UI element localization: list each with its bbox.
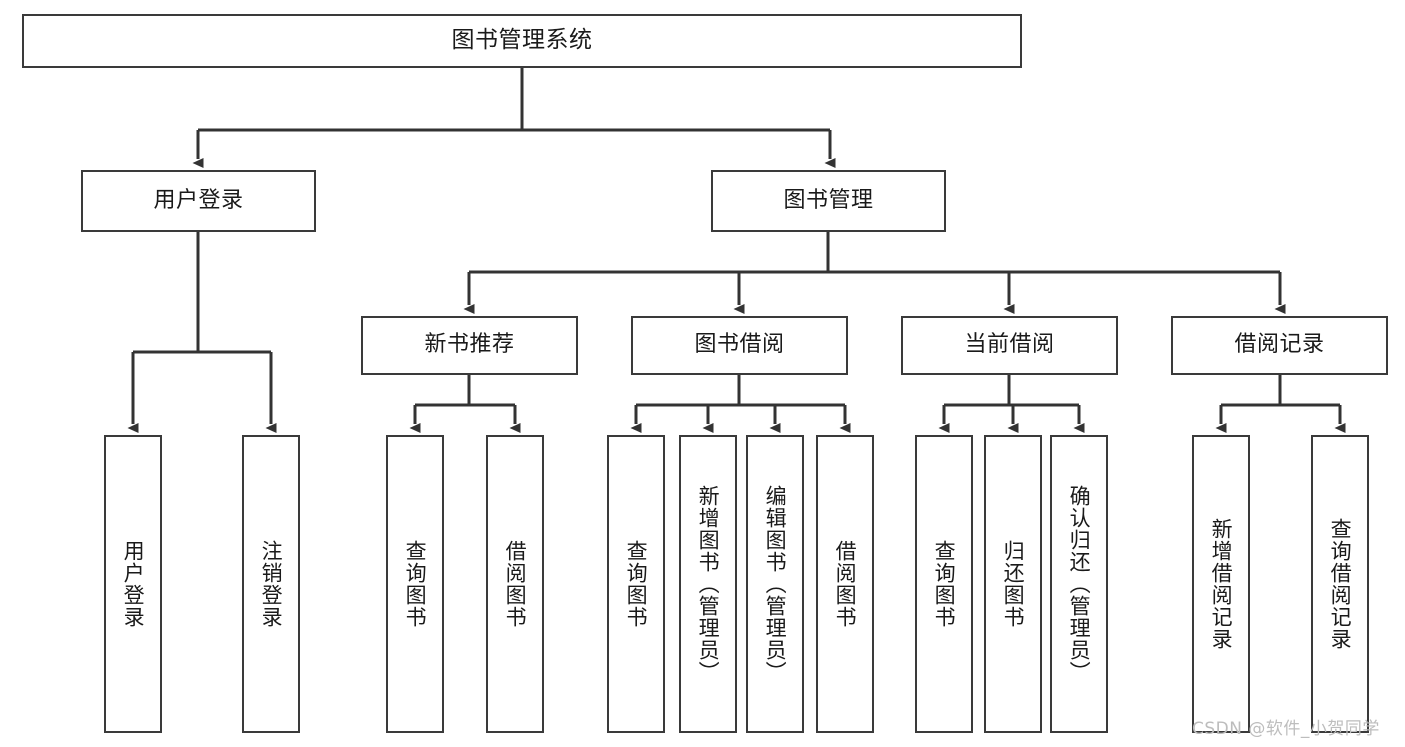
leaf-user-login-label: 用户登录 <box>121 540 146 628</box>
node-book-borrow[interactable]: 图书借阅 <box>631 316 848 375</box>
leaf-query-book-2-label: 查询图书 <box>624 540 649 628</box>
watermark-text: CSDN @软件_小贺同学 <box>1192 719 1380 739</box>
leaf-add-record[interactable]: 新增借阅记录 <box>1192 435 1250 733</box>
leaf-edit-book-label: 编辑图书（管理员） <box>763 485 788 683</box>
leaf-add-book[interactable]: 新增图书（管理员） <box>679 435 737 733</box>
leaf-query-record-label: 查询借阅记录 <box>1328 518 1353 650</box>
leaf-query-book-3-label: 查询图书 <box>932 540 957 628</box>
node-borrow-record-label: 借阅记录 <box>1234 332 1325 358</box>
leaf-confirm-return[interactable]: 确认归还（管理员） <box>1050 435 1108 733</box>
leaf-query-book-1[interactable]: 查询图书 <box>386 435 444 733</box>
leaf-add-book-label: 新增图书（管理员） <box>696 485 721 683</box>
leaf-borrow-book-2-label: 借阅图书 <box>833 540 858 628</box>
node-new-book-recommend-label: 新书推荐 <box>424 332 515 358</box>
leaf-confirm-return-label: 确认归还（管理员） <box>1067 485 1092 683</box>
leaf-user-login[interactable]: 用户登录 <box>104 435 162 733</box>
leaf-query-book-1-label: 查询图书 <box>403 540 428 628</box>
node-book-borrow-label: 图书借阅 <box>694 332 785 358</box>
leaf-return-book[interactable]: 归还图书 <box>984 435 1042 733</box>
node-user-login[interactable]: 用户登录 <box>81 170 316 232</box>
leaf-borrow-book-1[interactable]: 借阅图书 <box>486 435 544 733</box>
leaf-query-book-3[interactable]: 查询图书 <box>915 435 973 733</box>
leaf-add-record-label: 新增借阅记录 <box>1209 518 1234 650</box>
leaf-borrow-book-2[interactable]: 借阅图书 <box>816 435 874 733</box>
node-current-borrow[interactable]: 当前借阅 <box>901 316 1118 375</box>
leaf-user-logout-label: 注销登录 <box>259 540 284 628</box>
node-current-borrow-label: 当前借阅 <box>964 332 1055 358</box>
node-user-login-label: 用户登录 <box>153 187 244 213</box>
leaf-borrow-book-1-label: 借阅图书 <box>503 540 528 628</box>
node-book-manage-label: 图书管理 <box>783 187 874 213</box>
node-root-system[interactable]: 图书管理系统 <box>22 14 1022 68</box>
leaf-edit-book[interactable]: 编辑图书（管理员） <box>746 435 804 733</box>
leaf-return-book-label: 归还图书 <box>1001 540 1026 628</box>
leaf-user-logout[interactable]: 注销登录 <box>242 435 300 733</box>
leaf-query-book-2[interactable]: 查询图书 <box>607 435 665 733</box>
node-root-label: 图书管理系统 <box>451 27 593 54</box>
node-book-manage[interactable]: 图书管理 <box>711 170 946 232</box>
leaf-query-record[interactable]: 查询借阅记录 <box>1311 435 1369 733</box>
node-new-book-recommend[interactable]: 新书推荐 <box>361 316 578 375</box>
node-borrow-record[interactable]: 借阅记录 <box>1171 316 1388 375</box>
